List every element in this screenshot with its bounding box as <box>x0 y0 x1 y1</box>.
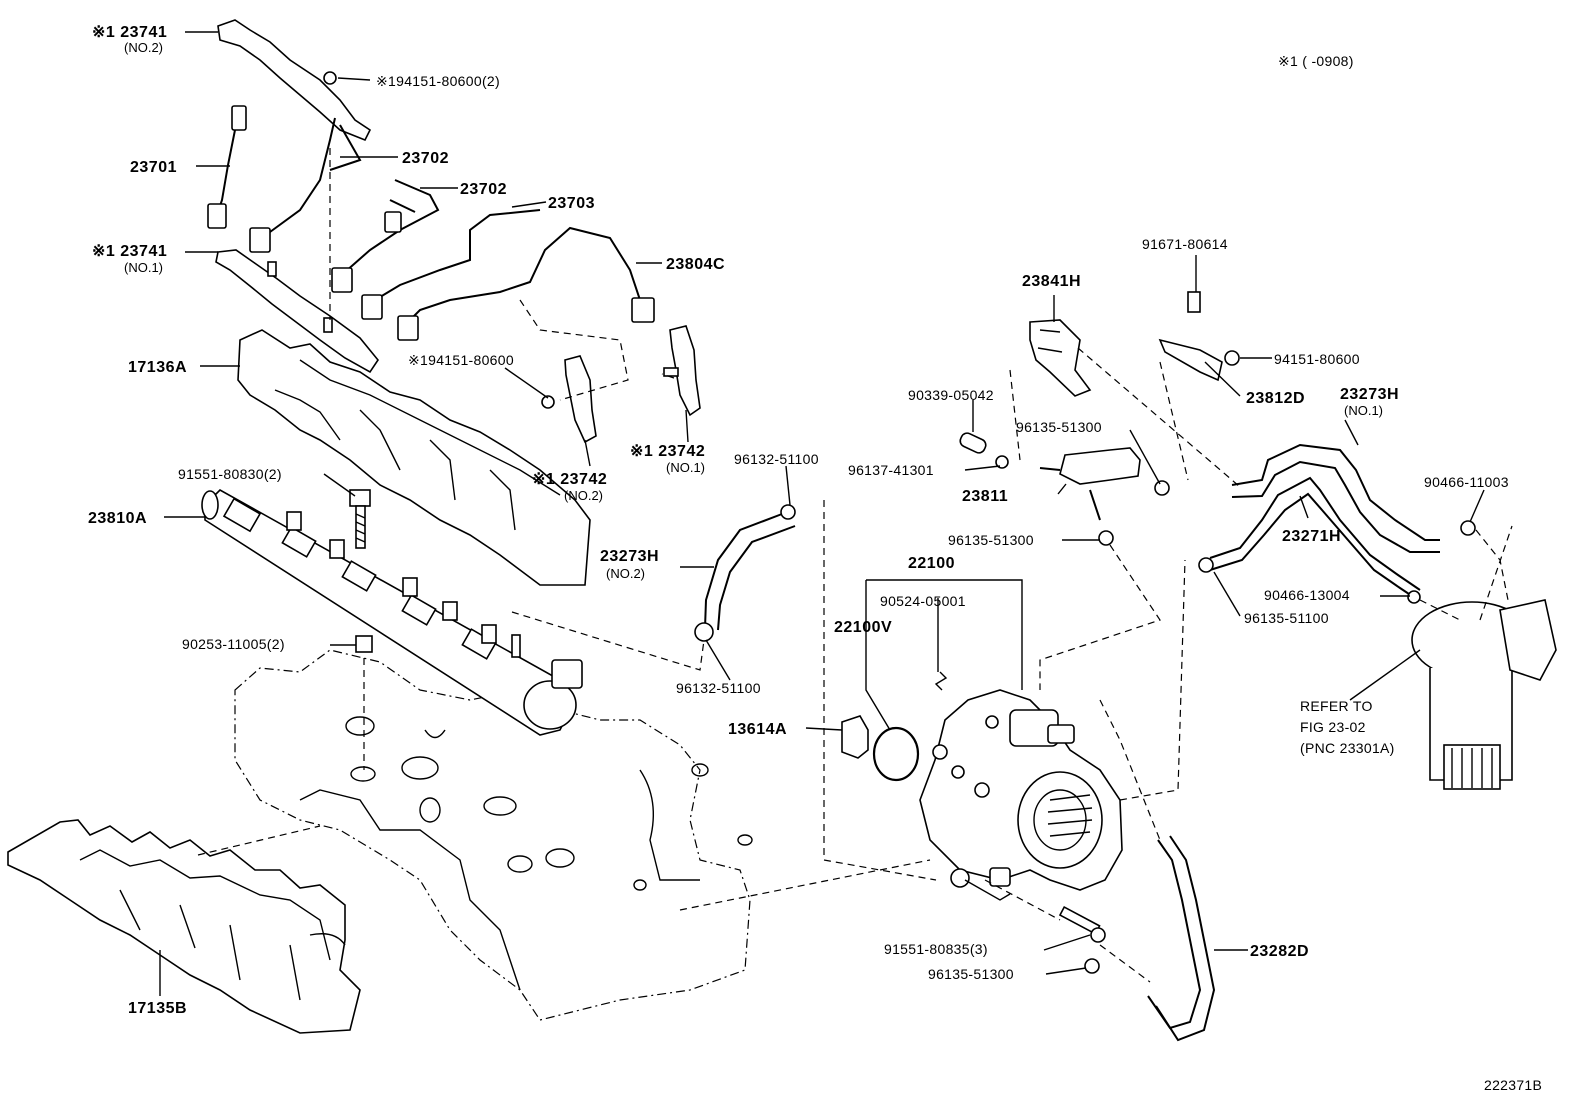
label-90524-05001: 90524-05001 <box>880 593 966 609</box>
part-23812d-bracket <box>1158 291 1240 382</box>
label-22100v: 22100V <box>834 619 892 636</box>
part-13614a-coupling <box>841 715 869 759</box>
label-23702-a: 23702 <box>402 150 449 167</box>
part-23701-pipe <box>207 105 247 229</box>
part-17135b-lower-cover <box>7 819 361 1034</box>
label-23742-no2: ※1 23742 <box>532 471 607 488</box>
refer-line-3: (PNC 23301A) <box>1300 740 1395 756</box>
label-17136a: 17136A <box>128 359 187 376</box>
part-23741-no2-clamp <box>217 19 372 142</box>
label-22100: 22100 <box>908 555 955 572</box>
label-90253-11005: 90253-11005(2) <box>182 636 285 652</box>
part-22100v-o-ring <box>872 671 948 782</box>
engine-block-outline <box>234 649 753 1021</box>
figure-id: 222371B <box>1484 1077 1542 1093</box>
collar-90253-11005 <box>355 635 373 653</box>
part-23810a-common-rail <box>201 489 583 736</box>
label-96135-51300-a: 96135-51300 <box>1016 419 1102 435</box>
part-23703-pipe <box>361 209 541 320</box>
part-22100-supply-pump <box>919 689 1123 901</box>
part-23741-no1-clamp <box>215 249 379 374</box>
label-23742-no1-sub: (NO.1) <box>666 460 705 475</box>
refer-line-1: REFER TO <box>1300 698 1373 714</box>
label-23841h: 23841H <box>1022 273 1081 290</box>
part-23282d-hose <box>1147 835 1216 1042</box>
label-96132-51100-top: 96132-51100 <box>734 451 819 467</box>
part-23273h-no1-hose <box>1231 443 1440 553</box>
label-23742-no2-sub: (NO.2) <box>564 488 603 503</box>
label-17135b: 17135B <box>128 1000 187 1017</box>
label-91551-80830: 91551-80830(2) <box>178 466 282 482</box>
label-23273h-no2: 23273H <box>600 548 659 565</box>
fuel-filter-assembly <box>1198 520 1557 790</box>
label-94151-80600-mid: ※194151-80600 <box>408 352 514 368</box>
label-96135-51100: 96135-51100 <box>1244 610 1329 626</box>
bolt-91551-80835 <box>1058 905 1106 974</box>
label-23741-no2-sub: (NO.2) <box>124 40 163 55</box>
label-90466-13004: 90466-13004 <box>1264 587 1350 603</box>
part-23702-pipe-a <box>249 117 362 253</box>
assembly-dashed-lines <box>197 148 1513 983</box>
label-96132-51100-bot: 96132-51100 <box>676 680 761 696</box>
label-94151-80600-2: ※194151-80600(2) <box>376 73 500 89</box>
label-96135-51300-b: 96135-51300 <box>948 532 1034 548</box>
label-23741-no2: ※1 23741 <box>92 24 167 41</box>
part-17136a-upper-cover <box>237 329 591 586</box>
part-23271h-hose <box>1209 476 1421 597</box>
part-23702-pipe-b <box>331 179 440 293</box>
label-90339-05042: 90339-05042 <box>908 387 994 403</box>
label-23812d: 23812D <box>1246 390 1305 407</box>
label-23273h-no1-sub: (NO.1) <box>1344 403 1383 418</box>
label-23273h-no2-sub: (NO.2) <box>606 566 645 581</box>
label-23282d: 23282D <box>1250 943 1309 960</box>
label-23741-no1-sub: (NO.1) <box>124 260 163 275</box>
part-labels: ※1 23741 (NO.2) ※194151-80600(2) 23701 2… <box>88 24 1542 1093</box>
label-96135-51300-bot: 96135-51300 <box>928 966 1014 982</box>
bolt-91551-80830 <box>349 489 371 549</box>
hose-23273h-no2 <box>694 504 796 642</box>
label-23701: 23701 <box>130 159 177 176</box>
part-23742-clamps <box>541 325 701 444</box>
part-23804c-pipe <box>397 226 655 341</box>
label-23703: 23703 <box>548 195 595 212</box>
label-23271h: 23271H <box>1282 528 1341 545</box>
label-23741-no1: ※1 23741 <box>92 243 167 260</box>
label-23811: 23811 <box>962 488 1008 505</box>
part-23841h-bracket <box>1029 319 1092 397</box>
refer-line-2: FIG 23-02 <box>1300 719 1366 735</box>
part-23811-fuel-pipe <box>959 432 1170 546</box>
leader-lines <box>159 31 1485 996</box>
label-91671-80614: 91671-80614 <box>1142 236 1228 252</box>
label-23273h-no1: 23273H <box>1340 386 1399 403</box>
applicability-note: ※1 ( -0908) <box>1278 53 1354 69</box>
label-23702-b: 23702 <box>460 181 507 198</box>
label-90466-11003: 90466-11003 <box>1424 474 1509 490</box>
label-23742-no1: ※1 23742 <box>630 443 705 460</box>
label-94151-80600-right: 94151-80600 <box>1274 351 1360 367</box>
label-13614a: 13614A <box>728 721 787 738</box>
label-23810a: 23810A <box>88 510 147 527</box>
label-91551-80835: 91551-80835(3) <box>884 941 988 957</box>
label-96137-41301: 96137-41301 <box>848 462 934 478</box>
label-23804c: 23804C <box>666 256 725 273</box>
